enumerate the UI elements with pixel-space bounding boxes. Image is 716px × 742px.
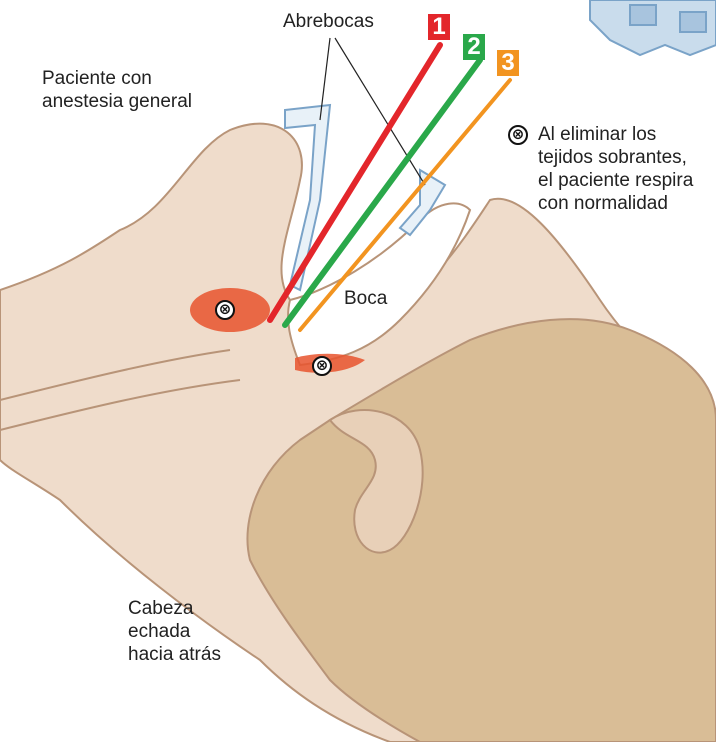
x-mark-legend-icon: ⊗ bbox=[508, 125, 528, 145]
nota-label: Al eliminar los tejidos sobrantes, el pa… bbox=[538, 123, 693, 215]
x-mark-tonsil-icon: ⊗ bbox=[215, 300, 235, 320]
abrebocas-leader-2 bbox=[335, 38, 425, 185]
boca-label: Boca bbox=[344, 287, 387, 310]
x-mark-tongue-icon: ⊗ bbox=[312, 356, 332, 376]
abrebocas-label: Abrebocas bbox=[283, 10, 374, 33]
instrument-number-1: 1 bbox=[428, 14, 450, 40]
instrument-number-2: 2 bbox=[463, 34, 485, 60]
corner-logo-icon bbox=[590, 0, 716, 55]
paciente-label: Paciente con anestesia general bbox=[42, 67, 192, 113]
instrument-number-3: 3 bbox=[497, 50, 519, 76]
cabeza-label: Cabeza echada hacia atrás bbox=[128, 597, 221, 666]
